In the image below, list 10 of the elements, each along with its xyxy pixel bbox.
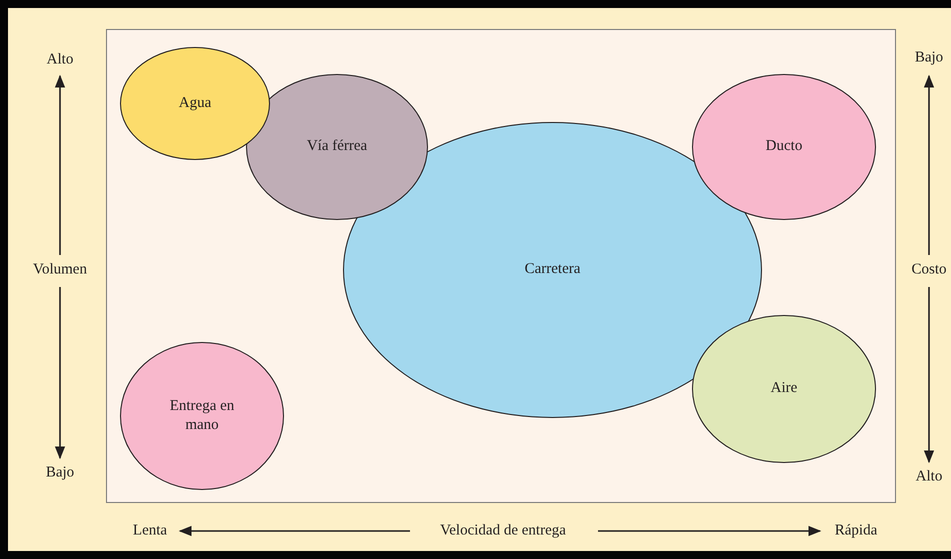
axis-label: Velocidad de entrega <box>439 524 567 538</box>
mode-label: Vía férrea <box>306 137 368 156</box>
axis-label: Bajo <box>914 50 944 66</box>
axis-label: Bajo <box>44 466 76 480</box>
axis-label: Rápida <box>834 524 878 538</box>
mode-label: Carretera <box>524 260 580 280</box>
mode-label: Agua <box>178 94 212 113</box>
mode-label: Aire <box>770 379 798 398</box>
mode-label: Ducto <box>766 137 802 156</box>
mode-label: Entrega en mano <box>168 396 236 435</box>
